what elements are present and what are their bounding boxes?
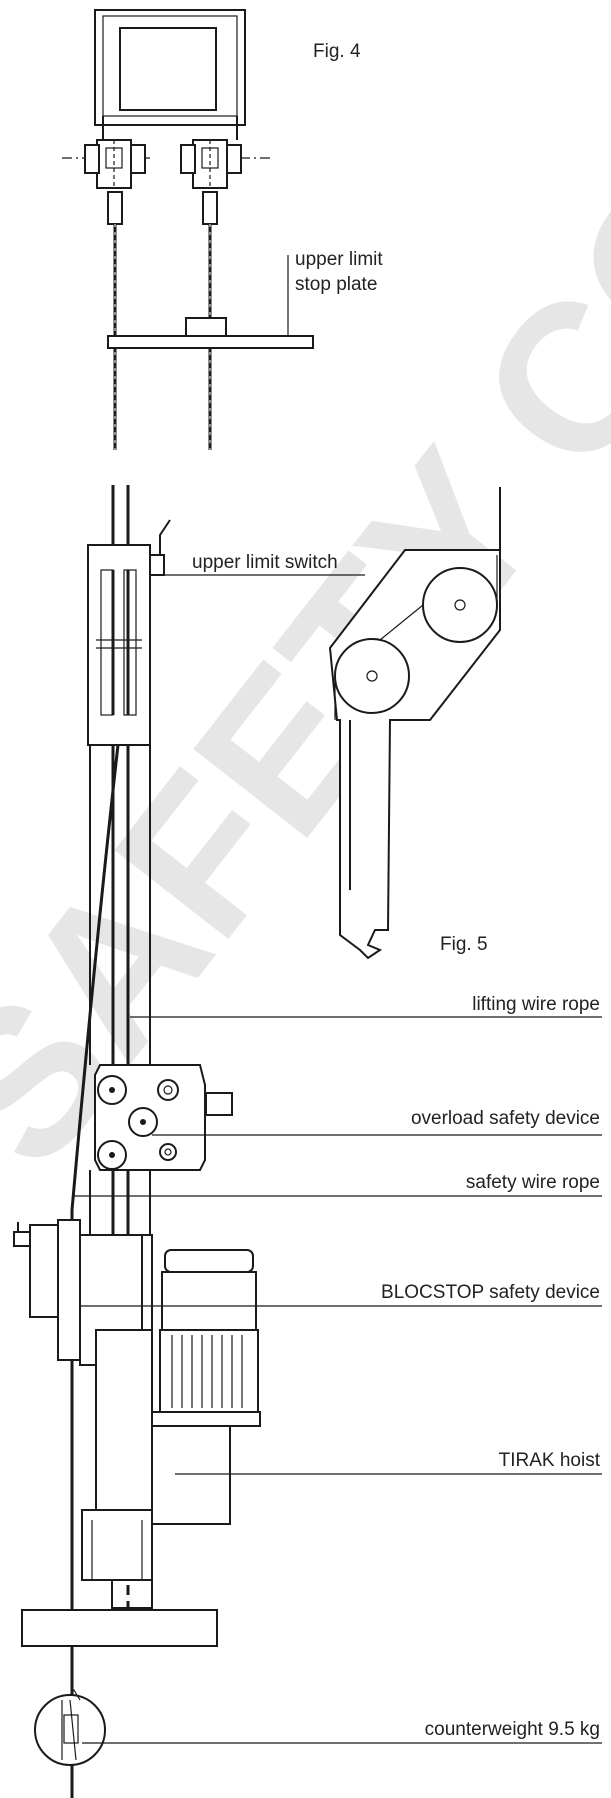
upper-limit-switch-housing	[87, 519, 171, 746]
stop-block	[185, 317, 227, 337]
label-leaders	[72, 1016, 602, 1744]
main-assembly	[13, 485, 365, 1798]
label-blocstop-safety-device: BLOCSTOP safety device	[381, 1282, 600, 1303]
label-upper-limit-stop-plate-line1: upper limit	[295, 249, 383, 270]
left-rope-clamp	[84, 139, 146, 225]
blocstop-safety-device	[13, 1219, 81, 1361]
fig4-drawing	[62, 9, 314, 450]
fig5-upper-pulley	[422, 567, 498, 643]
fig5-lower-pulley	[334, 638, 410, 714]
suspension-frame-inner	[102, 15, 238, 117]
hoist-base-plate	[21, 1609, 218, 1647]
label-upper-limit-stop-plate-line2: stop plate	[295, 274, 377, 295]
hoist-motor	[149, 1249, 261, 1427]
tirak-hoist-body	[81, 1329, 231, 1640]
label-safety-wire-rope: safety wire rope	[466, 1172, 600, 1193]
overload-safety-device	[94, 1064, 233, 1171]
label-counterweight: counterweight 9.5 kg	[425, 1719, 600, 1740]
upper-limit-stop-plate	[107, 335, 314, 349]
right-rope-clamp	[180, 139, 242, 225]
frame-window	[119, 27, 217, 111]
label-overload-safety-device: overload safety device	[411, 1108, 600, 1129]
fig5-drawing	[328, 487, 501, 960]
suspension-frame	[94, 9, 246, 126]
counterweight	[34, 1688, 106, 1766]
label-upper-limit-switch: upper limit switch	[192, 552, 338, 573]
label-tirak-hoist: TIRAK hoist	[499, 1450, 601, 1471]
label-lifting-wire-rope: lifting wire rope	[472, 994, 600, 1015]
safety-wire-rope	[70, 744, 120, 1798]
fig4-caption: Fig. 4	[313, 41, 361, 62]
fig5-caption: Fig. 5	[440, 934, 488, 955]
